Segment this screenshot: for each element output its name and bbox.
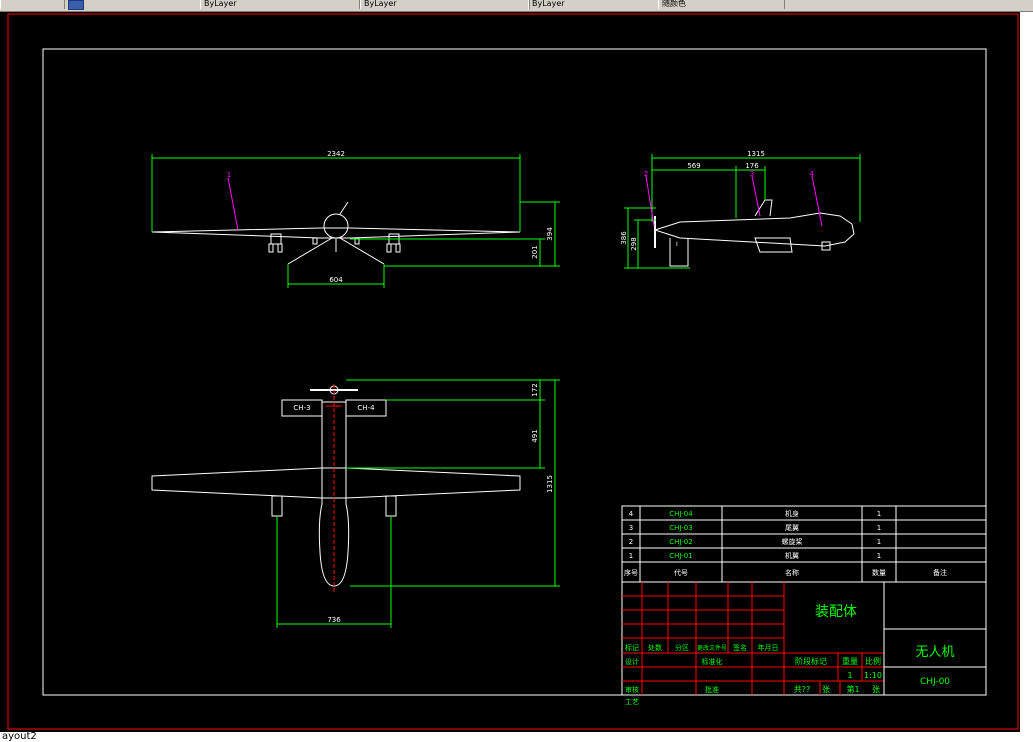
- leader-label-2: 2: [644, 170, 648, 178]
- leader-label-4: 4: [810, 170, 815, 178]
- front-fuselage: [323, 213, 349, 239]
- leader-4: [811, 175, 823, 227]
- title-block: 装配体 无人机 CHJ-00 阶段标记 重量 比例 1 1:10 共?? 张 第…: [621, 581, 987, 706]
- leader-3: [751, 175, 761, 217]
- side-fuselage: [653, 212, 855, 247]
- side-dim-height-total: 386: [620, 231, 628, 245]
- svg-text:标记: 标记: [625, 643, 639, 652]
- sheets-total: 共??: [794, 685, 811, 694]
- dim-height-total: 394: [546, 227, 554, 241]
- top-dim-tail-offset: 172: [531, 383, 539, 396]
- svg-text:更改文件号: 更改文件号: [697, 644, 727, 652]
- sheet-number: 第1: [846, 684, 859, 694]
- svg-text:CHJ-04: CHJ-04: [669, 510, 693, 518]
- drawing-canvas[interactable]: 2342 604 394 201 1 I 1315: [0, 12, 1033, 732]
- svg-text:标准化: 标准化: [702, 657, 723, 666]
- bom-row: 4 CHJ-04 机身 1: [629, 509, 881, 518]
- bom-header-code: 代号: [674, 568, 688, 577]
- svg-text:3: 3: [629, 524, 633, 532]
- bom-header-qty: 数量: [872, 568, 886, 577]
- dim-span: 2342: [327, 150, 345, 158]
- lineweight-dropdown[interactable]: ByLayer: [360, 0, 530, 9]
- drawing-number: CHJ-00: [920, 677, 950, 687]
- bom-header-note: 备注: [933, 568, 947, 577]
- front-wing: [151, 227, 521, 239]
- tail-label-left: CH-3: [293, 404, 310, 412]
- scale-label: 比例: [865, 656, 881, 666]
- assembly-title: 装配体: [815, 604, 857, 620]
- svg-text:1: 1: [877, 552, 881, 560]
- leader-label-1: 1: [227, 171, 231, 179]
- bom-header-name: 名称: [785, 568, 799, 577]
- sheets-unit: 张: [822, 685, 830, 694]
- stage-mark: 阶段标记: [795, 656, 827, 666]
- color-dropdown[interactable]: 随颜色: [658, 0, 785, 9]
- dim-gear-track: 604: [329, 276, 343, 284]
- weight-label: 重量: [842, 656, 858, 666]
- svg-text:CHJ-03: CHJ-03: [669, 524, 692, 532]
- side-dim-height-part: 298: [630, 237, 638, 250]
- leader-2: [645, 175, 655, 227]
- svg-text:批准: 批准: [705, 685, 719, 694]
- svg-text:4: 4: [629, 510, 634, 518]
- svg-text:1: 1: [877, 538, 881, 546]
- sheet-unit: 张: [872, 685, 880, 694]
- qty-value: 1: [847, 671, 852, 680]
- leader-1: [227, 177, 239, 231]
- side-dim-length: 1315: [747, 150, 765, 158]
- side-view: I 1315 569 176 386 298 2 3 4: [620, 150, 861, 269]
- layer-icon[interactable]: [68, 0, 84, 10]
- properties-toolbar: ByLayer ByLayer ByLayer 随颜色: [0, 0, 1033, 12]
- tail-label-right: CH-4: [357, 404, 375, 412]
- sheet-border: [42, 48, 987, 696]
- svg-text:工艺: 工艺: [625, 698, 639, 706]
- svg-text:设计: 设计: [625, 657, 639, 666]
- svg-text:1: 1: [629, 552, 633, 560]
- layout-tabs-bar: [0, 732, 1033, 742]
- svg-text:审核: 审核: [625, 685, 639, 694]
- dim-height-part: 201: [531, 245, 539, 258]
- top-wing: [151, 467, 521, 499]
- bom-row: 2 CHJ-02 螺旋桨 1: [629, 537, 881, 546]
- tab-layout2[interactable]: ayout2: [2, 731, 37, 742]
- bom-row: 3 CHJ-03 尾翼 1: [629, 524, 881, 532]
- svg-text:机翼: 机翼: [785, 551, 799, 560]
- bom-table: 4 CHJ-04 机身 1 3 CHJ-03 尾翼 1 2 CHJ-02 螺旋桨…: [621, 505, 987, 583]
- svg-text:分区: 分区: [675, 643, 689, 652]
- svg-text:CHJ-02: CHJ-02: [669, 538, 692, 546]
- svg-text:处数: 处数: [648, 643, 662, 652]
- svg-text:机身: 机身: [785, 509, 799, 518]
- side-dim-seg-b: 176: [745, 162, 759, 170]
- top-dim-wing-offset: 491: [531, 429, 539, 442]
- svg-text:签名: 签名: [733, 643, 747, 652]
- viewport-frame[interactable]: [7, 13, 1019, 730]
- top-view: CH-3 CH-4 172 491 1315 736: [151, 379, 560, 628]
- product-name: 无人机: [915, 645, 954, 660]
- svg-text:螺旋桨: 螺旋桨: [782, 537, 803, 546]
- toolbar-blank: [0, 0, 65, 9]
- svg-text:CHJ-01: CHJ-01: [669, 552, 692, 560]
- svg-text:I: I: [676, 241, 678, 248]
- top-tail-left: [281, 399, 323, 417]
- top-tail-right: [345, 399, 387, 417]
- svg-text:年月日: 年月日: [758, 643, 779, 652]
- linetype-dropdown[interactable]: ByLayer: [200, 0, 360, 9]
- plotstyle-dropdown[interactable]: ByLayer: [528, 0, 659, 9]
- svg-text:尾翼: 尾翼: [785, 524, 799, 532]
- scrollbar-area[interactable]: [1020, 12, 1033, 732]
- drawing-svg[interactable]: 2342 604 394 201 1 I 1315: [0, 12, 1020, 732]
- svg-text:1: 1: [877, 510, 881, 518]
- top-dim-gear-track: 736: [327, 616, 341, 624]
- svg-text:2: 2: [629, 538, 633, 546]
- scale-value: 1:10: [864, 671, 882, 680]
- bom-header-no: 序号: [624, 568, 638, 577]
- svg-text:1: 1: [877, 524, 881, 532]
- leader-label-3: 3: [750, 170, 754, 178]
- bom-row: 1 CHJ-01 机翼 1: [629, 551, 881, 560]
- side-dim-seg-a: 569: [687, 162, 700, 170]
- front-view: 2342 604 394 201 1: [151, 150, 560, 288]
- top-dim-length: 1315: [546, 475, 554, 493]
